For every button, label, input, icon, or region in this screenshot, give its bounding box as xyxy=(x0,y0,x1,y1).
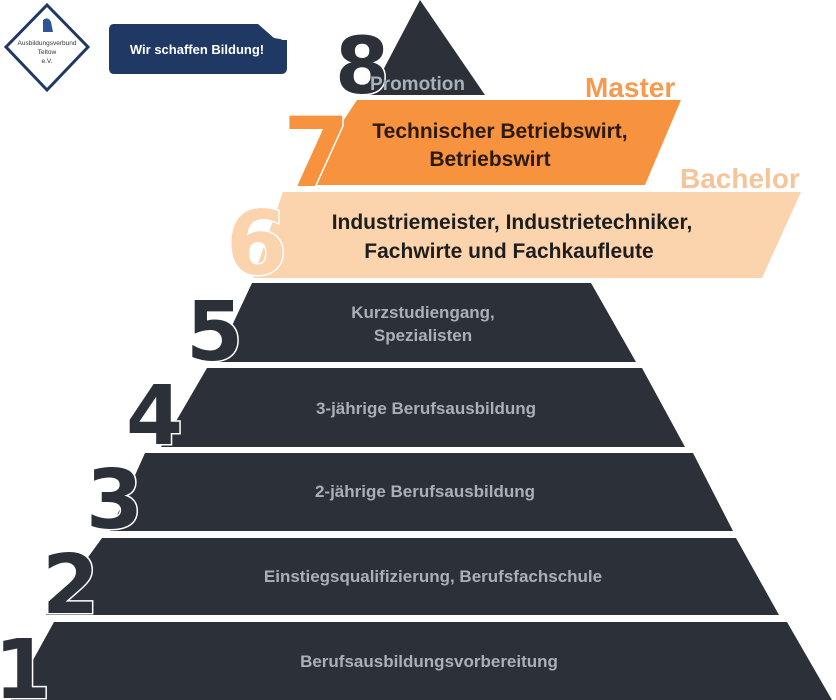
level-8-number: 8 xyxy=(335,22,389,112)
level-4-label: 3-jährige Berufsausbildung xyxy=(316,399,536,418)
level-7-title: Master xyxy=(585,72,675,103)
level-6-shape xyxy=(253,192,801,278)
logo-text-1: Ausbildungsverbund xyxy=(18,40,77,47)
level-5-number: 5 xyxy=(186,285,243,380)
level-8-shape xyxy=(370,0,485,95)
level-4-number: 4 xyxy=(126,369,183,464)
level-1-number: 1 xyxy=(0,623,51,700)
level-6-number: 6 xyxy=(226,192,287,295)
logo: Ausbildungsverbund Teltow e.V. xyxy=(3,2,91,93)
level-8-label: Promotion xyxy=(370,74,465,95)
level-6-title: Bachelor xyxy=(680,163,800,194)
level-1-shape xyxy=(11,622,832,700)
level-1-label: Berufsausbildungsvorbereitung xyxy=(300,652,558,671)
slogan-text: Wir schaffen Bildung! xyxy=(130,42,264,57)
level-3-number: 3 xyxy=(86,453,143,548)
level-5-shape xyxy=(215,283,636,362)
level-7-label-line1: Technischer Betriebswirt, xyxy=(372,120,627,143)
level-7-shape xyxy=(301,100,681,185)
level-5-label-line2: Spezialisten xyxy=(374,326,472,345)
level-6-label-line1: Industriemeister, Industrietechniker, xyxy=(332,211,693,234)
level-7-number: 7 xyxy=(283,97,350,209)
slogan-banner: Wir schaffen Bildung! xyxy=(109,24,287,74)
level-2-label: Einstiegsqualifizierung, Berufsfachschul… xyxy=(264,567,602,586)
level-3-label: 2-jährige Berufsausbildung xyxy=(315,482,535,501)
level-4-shape xyxy=(161,368,685,447)
logo-text-2: Teltow xyxy=(38,49,57,56)
level-3-shape xyxy=(110,453,733,531)
level-2-number: 2 xyxy=(42,538,99,633)
logo-text-3: e.V. xyxy=(42,58,53,65)
logo-figure-icon xyxy=(43,18,53,32)
level-5-label-line1: Kurzstudiengang, xyxy=(351,303,495,322)
level-2-shape xyxy=(46,538,779,615)
level-7-label-line2: Betriebswirt xyxy=(429,148,550,171)
level-6-label-line2: Fachwirte und Fachkaufleute xyxy=(364,240,653,263)
